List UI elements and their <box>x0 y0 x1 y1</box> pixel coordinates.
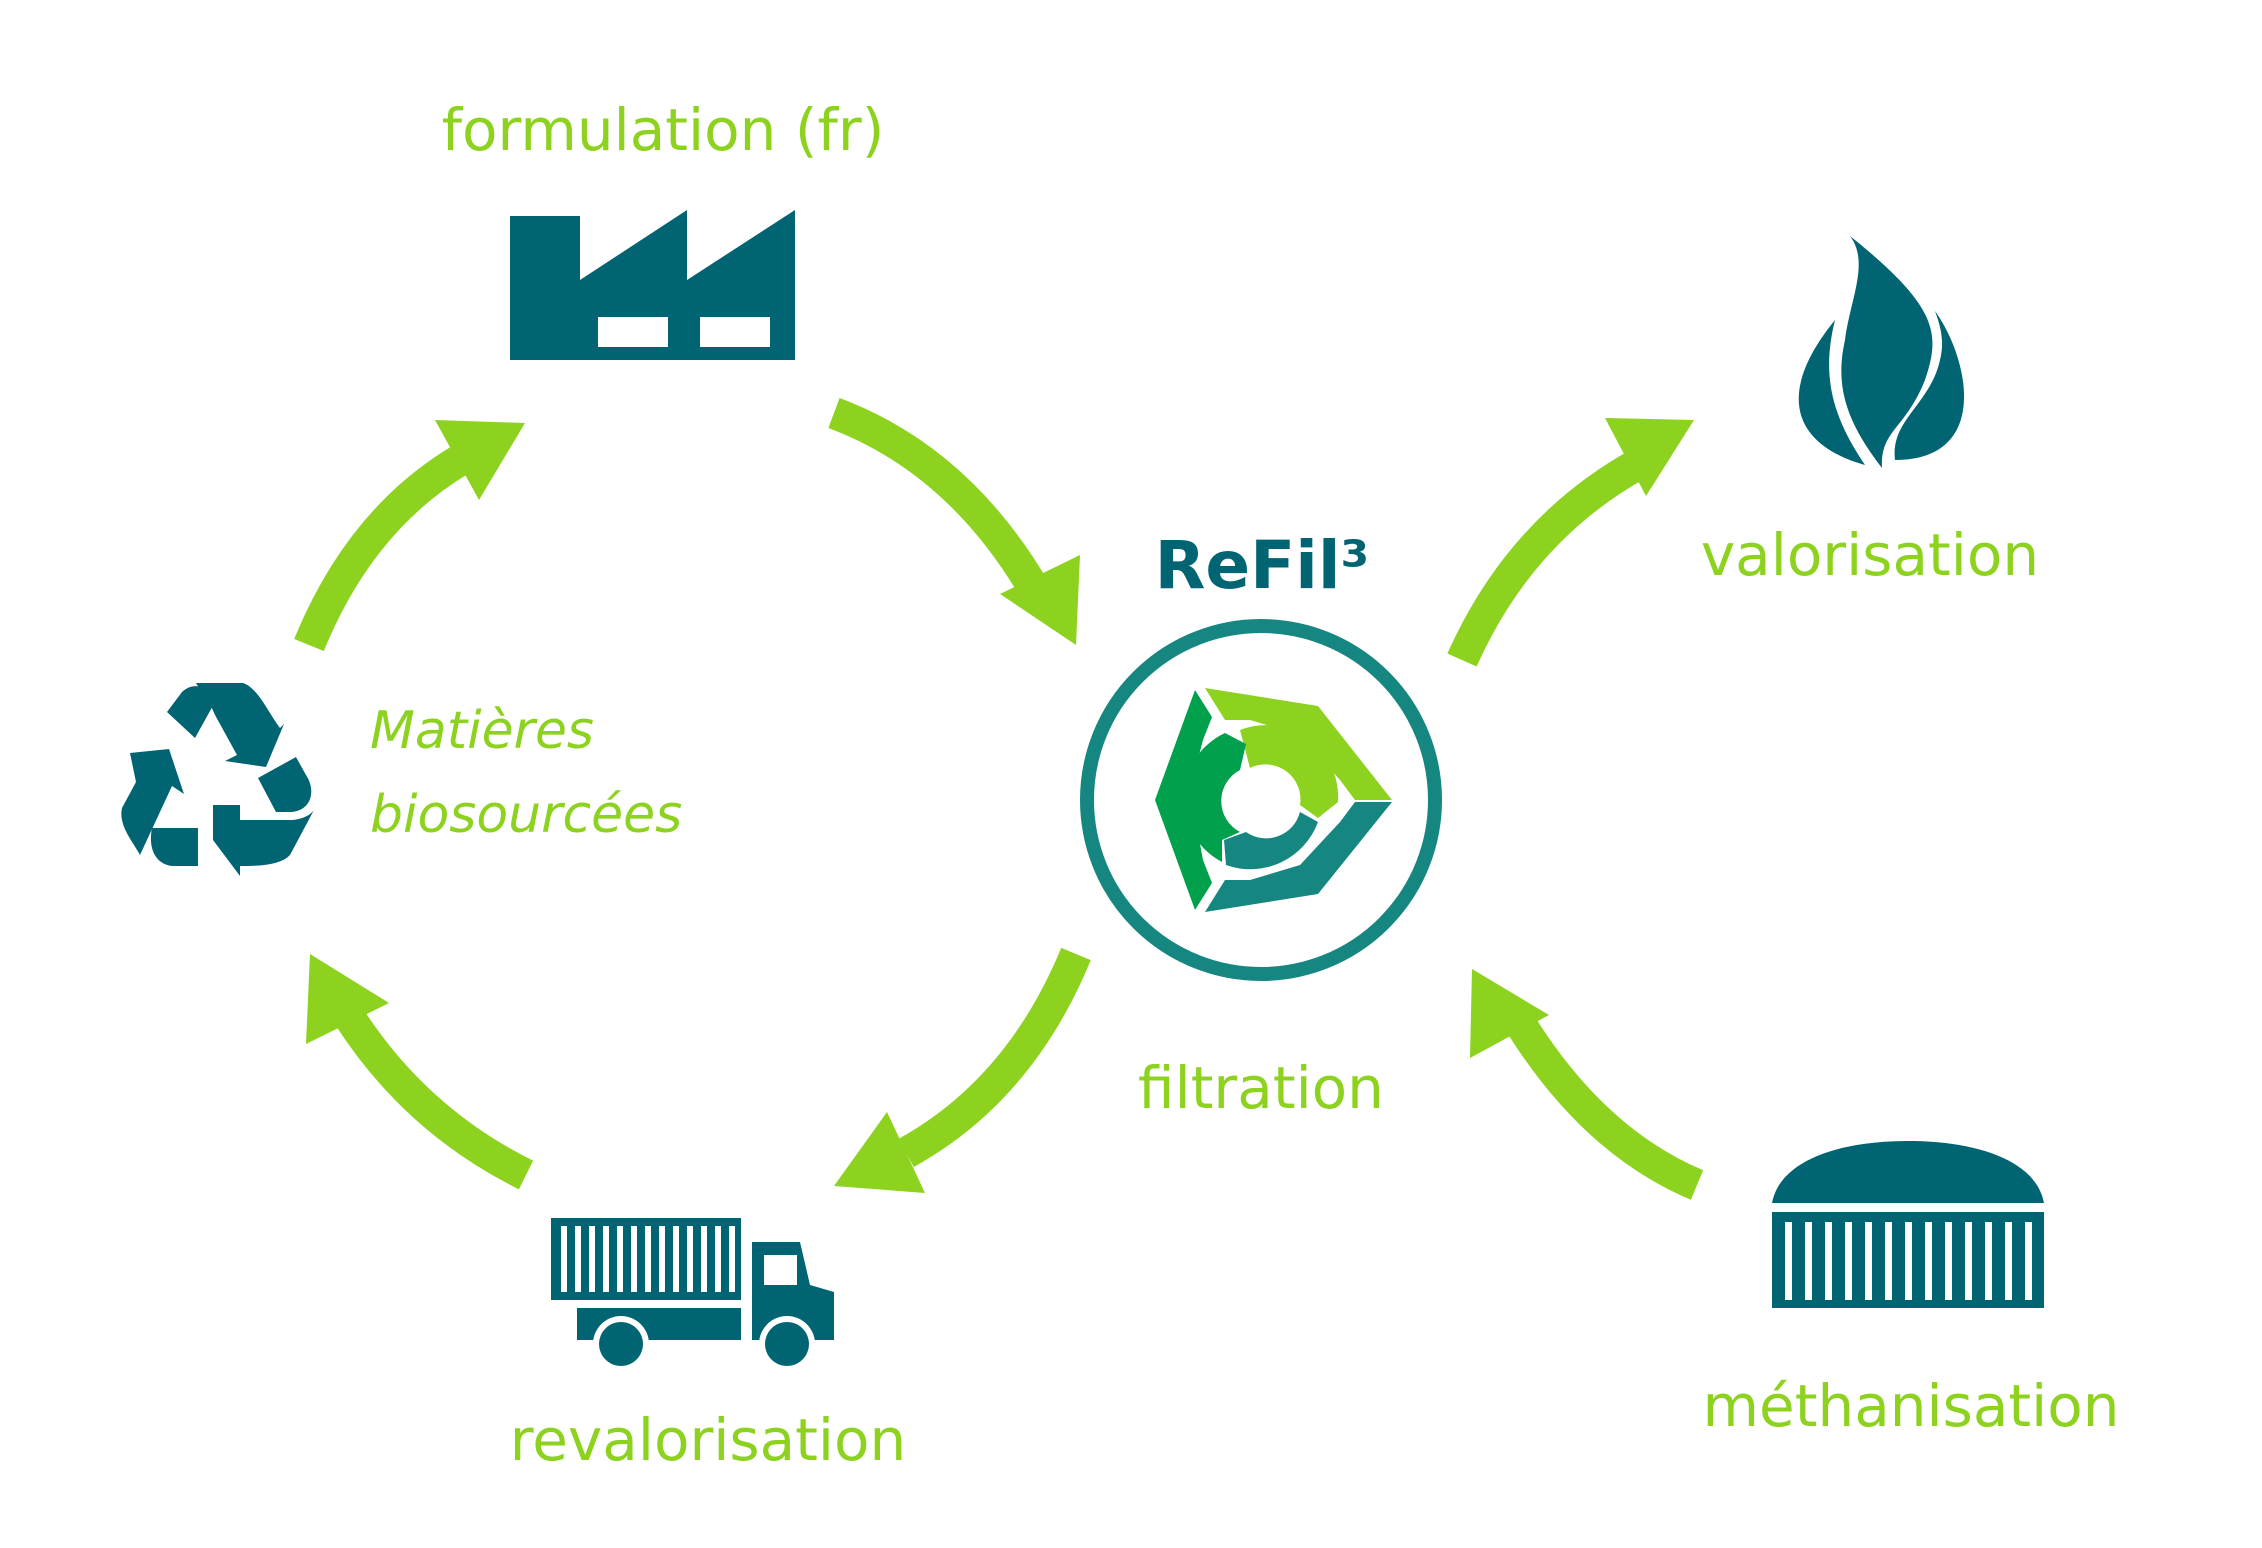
arrow-biosourced-to-formulation <box>294 420 525 652</box>
arrow-methanisation-to-filtration <box>1470 969 1704 1200</box>
arrow-formulation-to-filtration <box>828 398 1080 645</box>
factory-icon <box>510 210 795 360</box>
formulation-label: formulation (fr) <box>442 96 885 164</box>
biosourced-label-line1: Matières <box>370 701 594 761</box>
filtration-ring <box>1080 619 1442 981</box>
arrow-filtration-to-revalorisation <box>834 947 1091 1193</box>
arrow-revalorisation-to-biosourced <box>306 954 534 1190</box>
refil-logo-icon <box>1155 688 1392 912</box>
arrow-filtration-to-valorisation <box>1447 418 1694 667</box>
recycle-icon <box>121 683 314 876</box>
filtration-label: filtration <box>1138 1054 1384 1122</box>
valorisation-label: valorisation <box>1701 521 2039 589</box>
refil-logo-text: ReFil³ <box>1155 527 1370 604</box>
digester-icon <box>1772 1141 2044 1308</box>
methanisation-label: méthanisation <box>1703 1372 2120 1440</box>
flame-icon <box>1798 236 1965 468</box>
truck-icon <box>551 1218 834 1372</box>
revalorisation-label: revalorisation <box>510 1406 907 1474</box>
biosourced-label-line2: biosourcées <box>370 785 682 845</box>
